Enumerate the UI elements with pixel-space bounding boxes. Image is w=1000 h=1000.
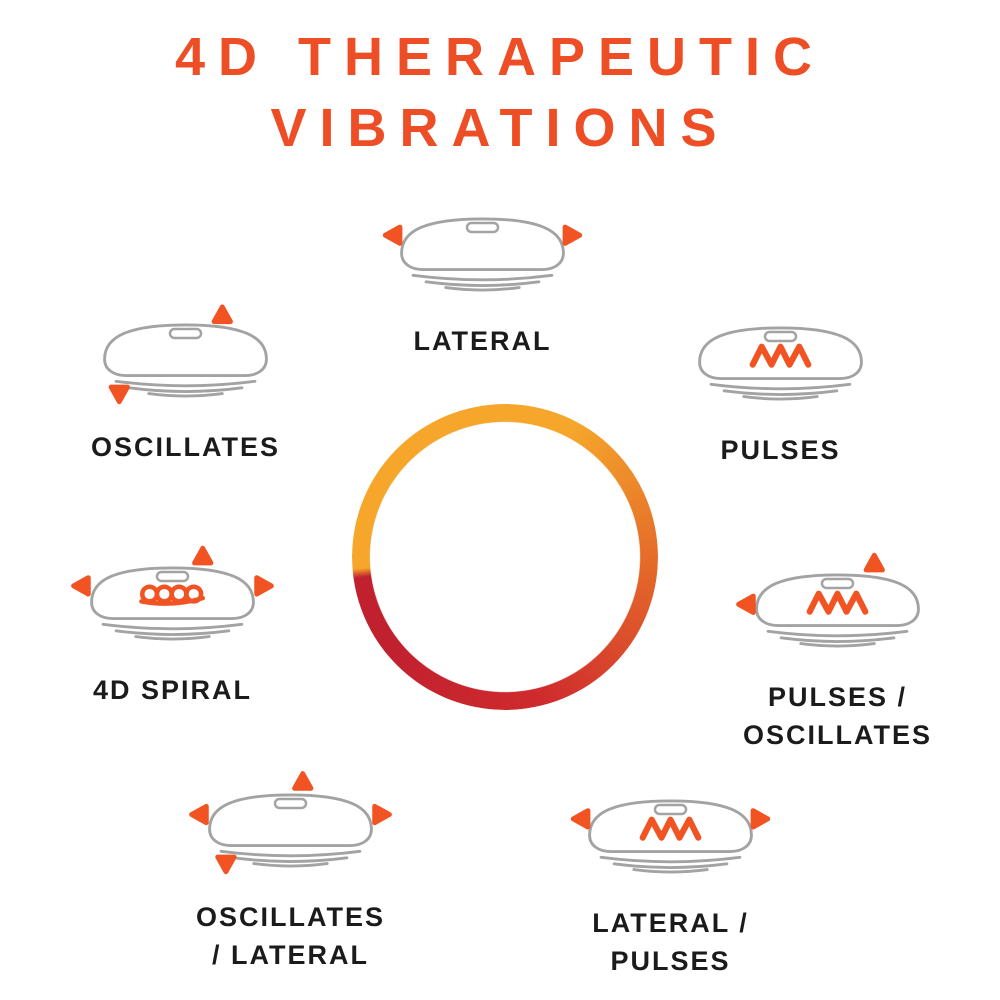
page-title: 4D THERAPEUTIC VIBRATIONS <box>0 22 1000 165</box>
device-oscillates-lateral: OSCILLATES / LATERAL <box>188 772 393 975</box>
massager-illustration <box>735 552 920 648</box>
device-label-line: PULSES <box>720 435 841 465</box>
device-pulses: PULSES <box>678 305 883 470</box>
device-label: LATERAL <box>414 323 552 361</box>
device-label: LATERAL / PULSES <box>592 905 749 981</box>
arrow-up-icon <box>214 307 230 322</box>
arrow-up-icon <box>195 548 211 563</box>
massager-illustration <box>188 772 393 875</box>
device-lateral-pulses: LATERAL / PULSES <box>568 778 773 981</box>
device-label: PULSES / OSCILLATES <box>743 679 932 755</box>
device-label-line: OSCILLATES <box>742 719 932 750</box>
device-label: OSCILLATES <box>91 429 280 467</box>
arrow-right-icon <box>257 578 272 594</box>
device-label-line: OSCILLATES <box>195 902 385 932</box>
arrow-right-icon <box>565 227 580 243</box>
arrow-up-icon <box>866 555 882 570</box>
massager-illustration <box>380 217 585 292</box>
device-label: PULSES <box>720 432 840 470</box>
massager-illustration <box>103 302 268 405</box>
arrow-up-icon <box>295 774 311 789</box>
mode-dial-ring <box>352 404 658 710</box>
massager-illustration <box>70 545 275 641</box>
arrow-right-icon <box>753 811 768 827</box>
massager-illustration <box>698 326 863 401</box>
device-label-line: OSCILLATES <box>90 432 280 462</box>
device-pulses-oscillates: PULSES / OSCILLATES <box>735 552 940 755</box>
device-body-icon <box>698 326 863 401</box>
device-label-line: PULSES / <box>767 682 907 712</box>
device-body-icon <box>400 217 565 292</box>
device-label-line: LATERAL <box>413 326 552 356</box>
device-label-line: 4D SPIRAL <box>92 675 253 705</box>
device-4d-spiral: 4D SPIRAL <box>70 545 275 710</box>
arrow-left-icon <box>74 578 89 594</box>
arrow-left-icon <box>192 806 207 822</box>
device-body-icon <box>755 573 920 648</box>
arrow-down-icon <box>111 387 127 402</box>
device-body-icon <box>588 799 753 874</box>
device-lateral: LATERAL <box>380 196 585 361</box>
arrow-right-icon <box>375 806 390 822</box>
device-label-line: / LATERAL <box>212 939 369 970</box>
arrow-down-icon <box>218 857 234 872</box>
arrow-left-icon <box>739 596 754 612</box>
device-label-line: LATERAL / <box>592 908 749 938</box>
device-label-line: PULSES <box>610 945 731 976</box>
device-oscillates: OSCILLATES <box>83 302 288 467</box>
page-title-line-2: VIBRATIONS <box>270 98 730 159</box>
massager-illustration <box>568 799 773 874</box>
page-title-line-1: 4D THERAPEUTIC <box>174 27 826 87</box>
arrow-left-icon <box>385 227 400 243</box>
device-label: OSCILLATES / LATERAL <box>196 899 385 975</box>
device-label: 4D SPIRAL <box>93 672 252 710</box>
arrow-left-icon <box>573 811 588 827</box>
